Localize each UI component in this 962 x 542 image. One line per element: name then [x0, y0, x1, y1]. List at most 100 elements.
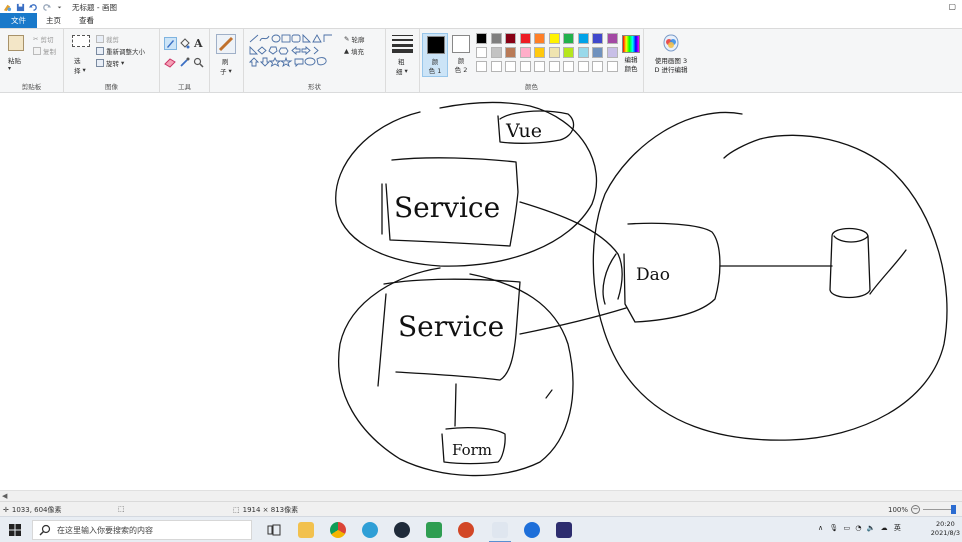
colors-group: 颜色 1 颜色 2 编辑颜色 颜色: [420, 29, 644, 93]
rotate-icon: [96, 59, 104, 67]
paste-icon[interactable]: [8, 35, 24, 51]
crop-button[interactable]: 裁剪: [96, 34, 119, 44]
horizontal-scrollbar[interactable]: ◀: [0, 490, 962, 501]
palette-swatch[interactable]: [534, 47, 545, 58]
brushes-group[interactable]: 刷 子▾: [210, 29, 244, 93]
line-size-icon: [392, 35, 413, 53]
palette-swatch[interactable]: [548, 47, 560, 58]
ime-indicator[interactable]: 英: [893, 524, 901, 532]
shape-fill-button[interactable]: ▲填充: [344, 46, 364, 56]
cloud-icon[interactable]: ☁: [880, 524, 888, 532]
palette-swatch[interactable]: [606, 61, 618, 72]
text-tool-icon[interactable]: A: [193, 37, 204, 49]
palette-swatch[interactable]: [563, 33, 574, 44]
size-group[interactable]: 粗 细▾: [386, 29, 420, 93]
select-button[interactable]: 选: [74, 55, 81, 65]
palette-swatch[interactable]: [592, 33, 603, 44]
tab-home[interactable]: 主页: [46, 16, 61, 25]
paste-button[interactable]: 粘贴: [8, 55, 21, 65]
color-1-swatch: [427, 36, 445, 54]
shapes-gallery[interactable]: [248, 33, 344, 71]
taskbar-clock[interactable]: 20:20 2021/8/3: [931, 520, 960, 538]
taskbar-search-box[interactable]: 在这里输入你要搜索的内容: [32, 520, 252, 540]
palette-swatch[interactable]: [505, 47, 516, 58]
palette-swatch[interactable]: [548, 33, 560, 44]
system-tray[interactable]: ∧ 🎙 ▭ ◔ 🔈 ☁ 英: [818, 523, 901, 533]
volume-icon[interactable]: 🔈: [866, 524, 876, 532]
tab-file[interactable]: 文件: [0, 13, 37, 28]
palette-swatch[interactable]: [476, 61, 487, 72]
eraser-icon[interactable]: [164, 57, 176, 68]
edit-colors-button[interactable]: 编辑颜色: [620, 34, 642, 78]
cut-button[interactable]: ✂剪切: [33, 34, 53, 44]
media-player-icon[interactable]: [394, 522, 410, 538]
battery-icon[interactable]: ▭: [843, 524, 851, 532]
palette-swatch[interactable]: [592, 47, 603, 58]
fill-bucket-icon[interactable]: [179, 37, 190, 49]
rotate-button[interactable]: 旋转▾: [96, 58, 124, 68]
palette-swatch[interactable]: [519, 33, 531, 44]
paint-taskbar-icon[interactable]: [489, 522, 511, 542]
task-view-icon[interactable]: [266, 522, 282, 538]
microphone-icon[interactable]: 🎙: [829, 524, 839, 532]
tab-view[interactable]: 查看: [79, 16, 94, 25]
zoom-out-icon[interactable]: −: [911, 505, 921, 514]
hbuilder-icon[interactable]: [426, 522, 442, 538]
undo-icon[interactable]: [29, 3, 38, 12]
palette-swatch[interactable]: [548, 61, 560, 72]
network-icon[interactable]: ◔: [855, 524, 862, 532]
palette-swatch[interactable]: [563, 61, 574, 72]
palette-swatch[interactable]: [490, 47, 502, 58]
edge-icon[interactable]: [362, 522, 378, 538]
palette-swatch[interactable]: [534, 33, 545, 44]
copy-button[interactable]: 复制: [33, 46, 56, 56]
pencil-icon[interactable]: [164, 37, 177, 50]
palette-swatch[interactable]: [476, 47, 487, 58]
shape-outline-button[interactable]: ✎轮廓: [344, 34, 364, 44]
powerpoint-icon[interactable]: [458, 522, 474, 538]
palette-swatch[interactable]: [490, 33, 502, 44]
qq-browser-icon[interactable]: [524, 522, 540, 538]
color-picker-icon[interactable]: [179, 57, 190, 68]
paste-dropdown-icon[interactable]: ▾: [8, 65, 12, 72]
clock-time: 20:20: [936, 520, 955, 528]
color-2-button[interactable]: 颜色 2: [448, 33, 474, 77]
scroll-left-icon[interactable]: ◀: [2, 492, 8, 500]
palette-swatch[interactable]: [519, 47, 531, 58]
palette-swatch[interactable]: [606, 47, 618, 58]
palette-swatch[interactable]: [577, 61, 589, 72]
select-button-line2[interactable]: 择▾: [74, 65, 86, 75]
palette-swatch[interactable]: [606, 33, 618, 44]
zoom-slider-thumb[interactable]: [951, 505, 957, 514]
palette-swatch[interactable]: [490, 61, 502, 72]
palette-swatch[interactable]: [577, 47, 589, 58]
palette-swatch[interactable]: [505, 61, 516, 72]
dropdown-icon[interactable]: [55, 3, 64, 12]
intellij-icon[interactable]: [556, 522, 572, 538]
file-explorer-icon[interactable]: [298, 522, 314, 538]
palette-swatch[interactable]: [592, 61, 603, 72]
palette-swatch[interactable]: [505, 33, 516, 44]
resize-button[interactable]: 重新调整大小: [96, 46, 145, 56]
drawing-canvas[interactable]: Vue Service Service Dao Form: [0, 94, 962, 490]
palette-swatch[interactable]: [519, 61, 531, 72]
select-icon[interactable]: [72, 35, 90, 47]
palette-swatch[interactable]: [476, 33, 487, 44]
palette-swatch[interactable]: [534, 61, 545, 72]
save-icon[interactable]: [16, 3, 25, 12]
tray-expand-icon[interactable]: ∧: [818, 524, 824, 532]
outline-icon: ✎: [344, 35, 350, 43]
color-1-button[interactable]: 颜色 1: [422, 33, 448, 77]
palette-swatch[interactable]: [563, 47, 574, 58]
windows-start-icon[interactable]: [9, 524, 21, 536]
redo-icon[interactable]: [42, 3, 51, 12]
zoom-slider[interactable]: [923, 505, 957, 514]
minimize-icon[interactable]: ▢: [948, 2, 956, 11]
magnifier-icon[interactable]: [193, 57, 204, 68]
chrome-icon[interactable]: [330, 522, 346, 538]
palette-swatch[interactable]: [577, 33, 589, 44]
database-cylinder: [829, 227, 871, 299]
zoom-control[interactable]: 100% −: [888, 505, 957, 514]
